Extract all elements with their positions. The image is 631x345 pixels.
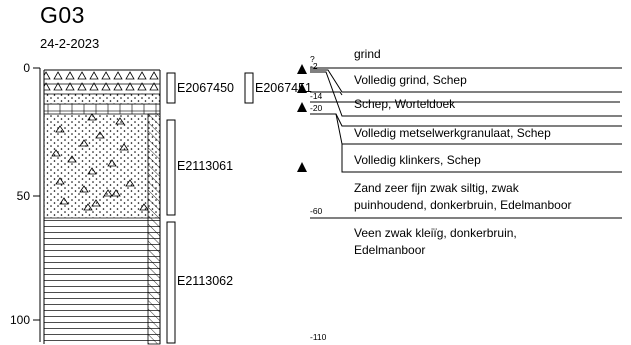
water-level-triangle-icon — [297, 83, 307, 93]
desc-worteldoek: Schep, Worteldoek — [354, 97, 456, 111]
desc-metselwerkgranulaat: Volledig metselwerkgranulaat, Schep — [354, 126, 551, 140]
hatched-strip — [147, 113, 161, 345]
depth-axis: 0 50 100 — [10, 61, 41, 342]
layer-peat-fill — [44, 218, 160, 344]
sample-bar-2 — [244, 72, 254, 104]
samples: E2067450 E2067451 E2113061 E2113062 — [166, 72, 312, 344]
description-connectors — [310, 67, 622, 219]
sample-label-3: E2113061 — [177, 159, 233, 173]
desc-volledig-grind: Volledig grind, Schep — [354, 73, 467, 87]
layer-gravel-2-fill — [44, 84, 160, 94]
depth-label-5: -60 — [310, 206, 323, 216]
depth-tick-100: 100 — [10, 313, 30, 327]
water-level-triangle-icon — [297, 162, 307, 172]
water-level-triangle-icon — [297, 102, 307, 112]
desc-grind: grind — [354, 47, 381, 61]
borehole-title: G03 — [40, 2, 85, 28]
soil-column — [43, 69, 161, 345]
sample-bar-4 — [166, 221, 176, 344]
layer-descriptions: grind Volledig grind, Schep Schep, Worte… — [354, 47, 572, 257]
sample-bar-3 — [166, 119, 176, 216]
sample-label-4: E2113062 — [177, 274, 233, 288]
layer-sand-debris-triangles — [51, 113, 149, 211]
layer-depth-labels: ? -2 -14 -20 -60 -110 — [310, 54, 327, 342]
layer-gravel-fill — [44, 70, 160, 84]
water-level-markers — [297, 64, 307, 172]
sample-bar-1 — [166, 72, 176, 104]
depth-tick-0: 0 — [23, 61, 30, 75]
layer-masonry-fill — [44, 104, 160, 114]
depth-label-3: -14 — [310, 91, 323, 101]
depth-label-2: -2 — [310, 61, 318, 71]
desc-veen-line-2: Edelmanboor — [354, 243, 425, 257]
sample-label-1: E2067450 — [177, 81, 234, 95]
depth-label-6: -110 — [310, 332, 327, 342]
depth-label-4: -20 — [310, 103, 323, 113]
depth-tick-50: 50 — [17, 189, 31, 203]
layer-root-cloth-fill — [44, 94, 160, 104]
borehole-date: 24-2-2023 — [40, 36, 100, 51]
desc-klinkers: Volledig klinkers, Schep — [354, 153, 481, 167]
depth-label-1: ? — [310, 54, 315, 64]
desc-zand-line-1: Zand zeer fijn zwak siltig, zwak — [354, 181, 520, 195]
desc-veen-line-1: Veen zwak kleiïg, donkerbruin, — [354, 226, 517, 240]
desc-zand-line-2: puinhoudend, donkerbruin, Edelmanboor — [354, 198, 572, 212]
water-level-triangle-icon — [297, 64, 307, 74]
